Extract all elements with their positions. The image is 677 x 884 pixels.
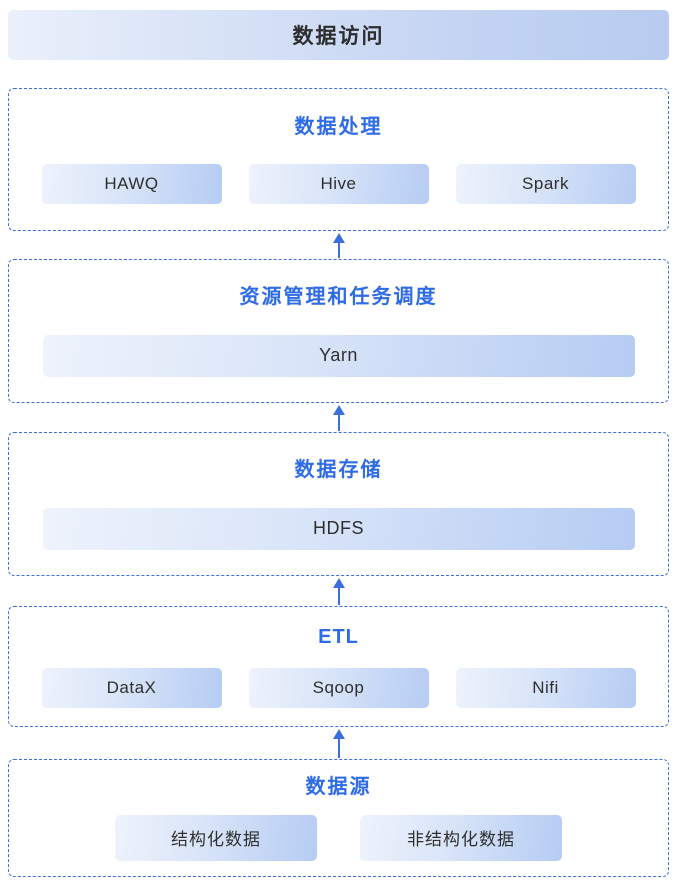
up-arrow-stem — [337, 738, 340, 758]
up-arrow — [0, 727, 677, 759]
resource-management-nodes: Yarn — [9, 334, 668, 377]
up-arrow — [0, 403, 677, 432]
node-hdfs: HDFS — [42, 507, 635, 550]
section-etl: ETL DataX Sqoop Nifi — [8, 606, 669, 727]
header-title: 数据访问 — [292, 25, 385, 48]
node-hive: Hive — [248, 164, 429, 205]
section-resource-management: 资源管理和任务调度 Yarn — [8, 259, 669, 403]
section-data-storage: 数据存储 HDFS — [8, 432, 669, 576]
up-arrow-head-icon — [332, 729, 345, 739]
node-structured-data: 结构化数据 — [115, 814, 317, 861]
data-storage-nodes: HDFS — [9, 507, 668, 550]
section-etl-title: ETL — [318, 626, 359, 649]
up-arrow — [0, 231, 677, 259]
section-data-processing: 数据处理 HAWQ Hive Spark — [8, 88, 669, 231]
node-yarn: Yarn — [42, 334, 635, 377]
up-arrow-head-icon — [332, 233, 345, 243]
up-arrow-stem — [337, 242, 340, 258]
up-arrow — [0, 576, 677, 606]
node-spark: Spark — [455, 164, 636, 205]
section-resource-management-title: 资源管理和任务调度 — [239, 286, 438, 309]
data-source-nodes: 结构化数据 非结构化数据 — [9, 814, 668, 861]
section-data-source-title: 数据源 — [305, 776, 372, 799]
section-data-storage-title: 数据存储 — [294, 459, 383, 482]
up-arrow-stem — [337, 414, 340, 431]
up-arrow-head-icon — [332, 578, 345, 588]
node-nifi: Nifi — [455, 667, 636, 708]
etl-nodes: DataX Sqoop Nifi — [9, 667, 668, 708]
node-unstructured-data: 非结构化数据 — [360, 814, 562, 861]
section-data-source: 数据源 结构化数据 非结构化数据 — [8, 759, 669, 877]
data-processing-nodes: HAWQ Hive Spark — [9, 164, 668, 205]
node-sqoop: Sqoop — [248, 667, 429, 708]
header-data-access: 数据访问 — [8, 10, 669, 60]
up-arrow-stem — [337, 587, 340, 605]
section-data-processing-title: 数据处理 — [294, 115, 383, 138]
node-datax: DataX — [41, 667, 222, 708]
node-hawq: HAWQ — [41, 164, 222, 205]
up-arrow-head-icon — [332, 405, 345, 415]
